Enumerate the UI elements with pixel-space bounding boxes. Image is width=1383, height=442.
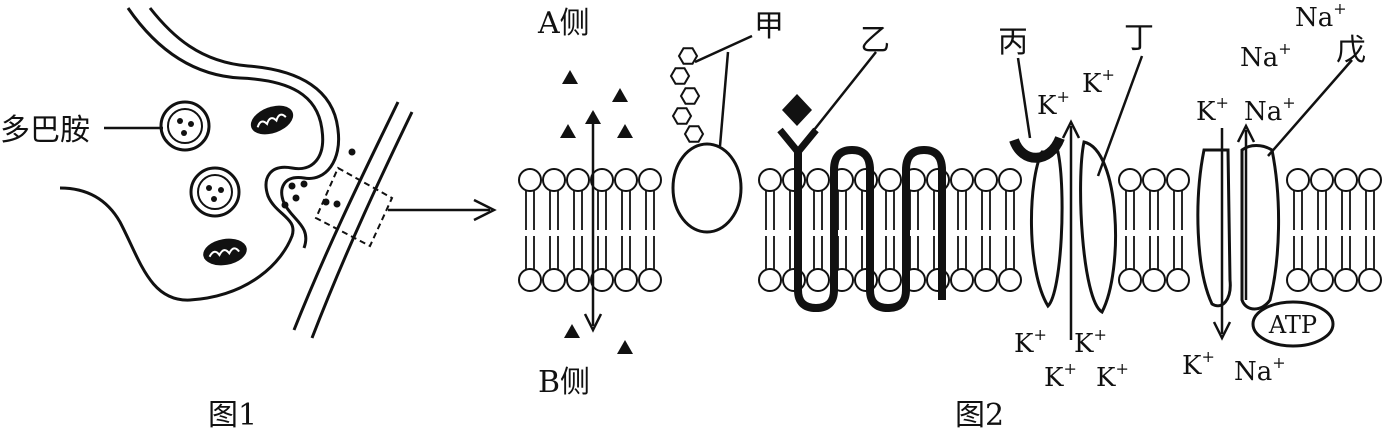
protein-wu-na-k-pump: ATP 戊 [1196,33,1366,348]
figure1-synapse: 多巴胺 图1 [0,7,497,433]
channel-left-half [1029,150,1064,309]
phospholipid-pair [1166,168,1190,292]
phospholipid-pair [542,168,566,292]
k-ion-label: K+ [1196,93,1229,127]
phospholipid-pair [1334,168,1358,292]
side-b-label: B侧 [538,365,590,400]
k-ion-label: K+ [1014,325,1047,359]
na-ion-label: Na+ [1244,93,1296,127]
postsynaptic-membrane-1 [292,101,400,331]
released-dopamine-dots [281,148,356,209]
phospholipid-pair [614,168,638,292]
sugar-chain [669,47,705,143]
phospholipid-pair [1310,168,1334,292]
ligand-diamond [782,94,812,126]
figure2-membrane: A侧 B侧 甲 [518,0,1382,433]
figure1-caption: 图1 [208,398,257,433]
k-ion-label: K+ [1182,347,1215,381]
figure2-caption: 图2 [955,398,1004,433]
sugar-hexagon [671,107,693,125]
presynaptic-membrane-inner [148,7,341,249]
sugar-hexagon [679,87,701,105]
side-a-label: A侧 [537,6,590,41]
phospholipid-pair [1358,168,1382,292]
k-ion-label: K+ [1082,65,1115,99]
channel-right-half [1079,140,1118,315]
label-yi: 乙 [860,23,890,58]
phospholipid-pair [950,168,974,292]
magnified-region-box [314,166,394,248]
magnify-arrow [388,198,497,222]
mitochondrion-2 [203,238,247,266]
solute-triangles-top [560,70,633,138]
phospholipid-pair [1118,168,1142,292]
phospholipid-pair [1286,168,1310,292]
pump-right-half [1240,144,1281,311]
postsynaptic-membrane-2 [310,111,414,339]
mitochondrion-1 [250,105,294,135]
label-wu: 戊 [1336,33,1366,68]
phospholipid-pair [1142,168,1166,292]
atp-oval [1251,300,1335,348]
atp-label: ATP [1268,311,1317,339]
vesicle-1 [159,100,211,152]
sugar-hexagon [683,125,705,143]
receptor-y-site [777,127,819,158]
phospholipid-pair [998,168,1022,292]
phospholipid-pair [878,168,902,292]
vesicle-2 [189,166,241,218]
protein-yi-receptor: 乙 [777,23,946,312]
phospholipid-pair [566,168,590,292]
solute-triangles-bottom [564,324,633,354]
label-jia: 甲 [754,9,784,44]
phospholipid-pair [806,168,830,292]
na-ion-label: Na+ [1234,353,1286,387]
protein-jia-glycoprotein: 甲 [669,9,784,234]
label-ding: 丁 [1124,21,1154,56]
na-ion-label: Na+ [1295,0,1347,33]
k-ion-label: K+ [1044,359,1077,393]
phospholipid-pair [518,168,542,292]
phospholipid-pair [638,168,662,292]
sugar-hexagon [669,67,691,85]
na-ion-label: Na+ [1240,39,1292,73]
ion-labels: K+K+K+K+K+K+K+Na+Na+Na+K+Na+ [1014,0,1347,393]
k-ion-label: K+ [1074,325,1107,359]
channel-gate-bing [1009,135,1065,163]
phospholipid-pair [758,168,782,292]
presynaptic-membrane-outer [59,7,325,302]
protein-bing-ding-k-channel: 丙 丁 [998,21,1154,340]
dopamine-label: 多巴胺 [0,113,90,148]
phospholipid-pair [974,168,998,292]
phospholipid-pair [590,168,614,292]
label-bing: 丙 [998,25,1028,60]
k-ion-label: K+ [1096,359,1129,393]
diffusion-arrow [583,112,603,333]
k-ion-label: K+ [1037,87,1070,121]
receptor-serpentine [794,146,946,312]
sugar-hexagon [677,47,699,65]
pump-left-half [1196,148,1232,308]
